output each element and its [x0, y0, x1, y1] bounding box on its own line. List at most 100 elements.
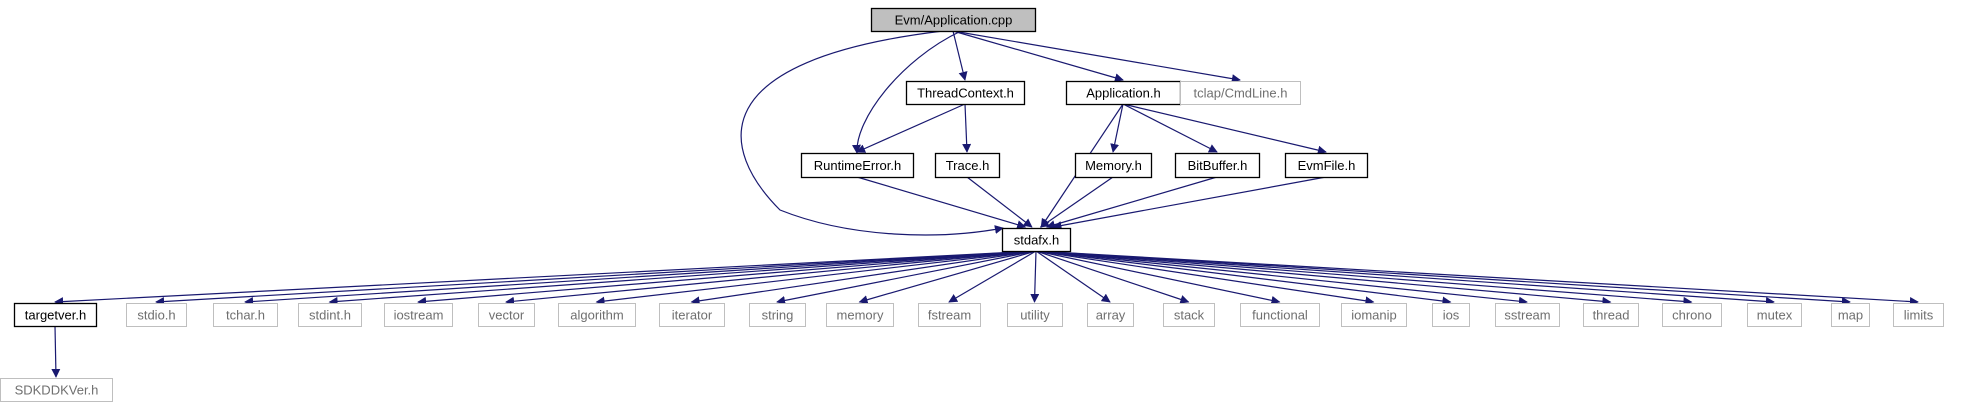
- node-label-sdkddkver: SDKDDKVer.h: [15, 383, 99, 398]
- node-mutex[interactable]: mutex: [1747, 303, 1802, 327]
- edge-stdafx-to-sstream: [1035, 250, 1528, 306]
- edge-bitbuffer-to-stdafx: [1045, 176, 1218, 230]
- edge-stdafx-to-chrono: [1035, 250, 1693, 306]
- node-bitbuffer[interactable]: BitBuffer.h: [1174, 152, 1261, 179]
- node-box-utility[interactable]: [1007, 303, 1063, 327]
- node-label-targetver: targetver.h: [25, 308, 86, 323]
- node-label-iterator: iterator: [672, 308, 713, 323]
- node-array[interactable]: array: [1087, 303, 1134, 327]
- node-box-stdio[interactable]: [126, 303, 187, 327]
- edge-stdafx-to-string: [776, 250, 1037, 305]
- node-box-stdafx[interactable]: [1001, 227, 1072, 253]
- node-box-sstream[interactable]: [1495, 303, 1560, 327]
- node-application_h[interactable]: Application.h: [1065, 80, 1182, 106]
- node-box-stack[interactable]: [1163, 303, 1215, 327]
- node-label-thread: thread: [1593, 308, 1630, 323]
- node-chrono[interactable]: chrono: [1662, 303, 1722, 327]
- node-box-evmfile[interactable]: [1284, 152, 1369, 179]
- node-sstream[interactable]: sstream: [1495, 303, 1560, 327]
- node-box-mutex[interactable]: [1747, 303, 1802, 327]
- node-label-algorithm: algorithm: [570, 308, 623, 323]
- node-label-stdint: stdint.h: [309, 308, 351, 323]
- node-box-trace[interactable]: [934, 152, 1001, 179]
- node-utility[interactable]: utility: [1007, 303, 1063, 327]
- node-label-array: array: [1096, 308, 1126, 323]
- node-fstream[interactable]: fstream: [918, 303, 981, 327]
- node-box-string[interactable]: [749, 303, 806, 327]
- node-functional[interactable]: functional: [1240, 303, 1320, 327]
- node-algorithm[interactable]: algorithm: [558, 303, 636, 327]
- node-label-bitbuffer: BitBuffer.h: [1188, 158, 1248, 173]
- edge-threadctx-to-trace: [962, 103, 972, 153]
- node-map[interactable]: map: [1831, 303, 1870, 327]
- node-box-limits[interactable]: [1893, 303, 1944, 327]
- node-label-iostream: iostream: [394, 308, 444, 323]
- node-targetver[interactable]: targetver.h: [13, 302, 98, 328]
- edge-stdafx-to-iostream: [417, 250, 1037, 306]
- node-memory[interactable]: memory: [826, 303, 894, 327]
- node-box-fstream[interactable]: [918, 303, 981, 327]
- node-thread[interactable]: thread: [1583, 303, 1639, 327]
- node-box-app_cpp[interactable]: [870, 7, 1037, 33]
- node-tclap[interactable]: tclap/CmdLine.h: [1180, 81, 1301, 105]
- node-box-iterator[interactable]: [659, 303, 725, 327]
- node-box-bitbuffer[interactable]: [1174, 152, 1261, 179]
- node-box-memory_h[interactable]: [1074, 152, 1153, 179]
- node-box-targetver[interactable]: [13, 302, 98, 328]
- node-stack[interactable]: stack: [1163, 303, 1215, 327]
- node-box-algorithm[interactable]: [558, 303, 636, 327]
- node-box-array[interactable]: [1087, 303, 1134, 327]
- node-box-stdint[interactable]: [298, 303, 362, 327]
- edge-stdafx-to-utility: [1030, 250, 1040, 303]
- node-label-memory_h: Memory.h: [1085, 158, 1142, 173]
- node-app_cpp[interactable]: Evm/Application.cpp: [870, 7, 1037, 33]
- node-runtimeerror[interactable]: RuntimeError.h: [800, 152, 915, 179]
- edge-app_cpp-to-threadctx: [952, 30, 968, 81]
- node-sdkddkver[interactable]: SDKDDKVer.h: [0, 378, 113, 402]
- node-label-threadctx: ThreadContext.h: [917, 86, 1014, 101]
- node-label-chrono: chrono: [1672, 308, 1712, 323]
- node-ios[interactable]: ios: [1432, 303, 1470, 327]
- node-stdafx[interactable]: stdafx.h: [1001, 227, 1072, 253]
- node-box-functional[interactable]: [1240, 303, 1320, 327]
- node-box-chrono[interactable]: [1662, 303, 1722, 327]
- node-box-iostream[interactable]: [384, 303, 453, 327]
- node-box-runtimeerror[interactable]: [800, 152, 915, 179]
- node-box-memory[interactable]: [826, 303, 894, 327]
- node-string[interactable]: string: [749, 303, 806, 327]
- node-evmfile[interactable]: EvmFile.h: [1284, 152, 1369, 179]
- node-box-threadctx[interactable]: [905, 80, 1026, 106]
- node-label-stdafx: stdafx.h: [1014, 233, 1060, 248]
- node-box-map[interactable]: [1831, 303, 1870, 327]
- node-threadctx[interactable]: ThreadContext.h: [905, 80, 1026, 106]
- node-box-tclap[interactable]: [1180, 81, 1301, 105]
- node-iterator[interactable]: iterator: [659, 303, 725, 327]
- node-stdint[interactable]: stdint.h: [298, 303, 362, 327]
- edge-application_h-to-memory_h: [1110, 103, 1124, 153]
- node-memory_h[interactable]: Memory.h: [1074, 152, 1153, 179]
- node-label-iomanip: iomanip: [1351, 308, 1397, 323]
- node-label-functional: functional: [1252, 308, 1308, 323]
- node-tchar[interactable]: tchar.h: [213, 303, 278, 327]
- edge-stdafx-to-thread: [1035, 250, 1612, 306]
- node-trace[interactable]: Trace.h: [934, 152, 1001, 179]
- node-box-tchar[interactable]: [213, 303, 278, 327]
- node-box-iomanip[interactable]: [1341, 303, 1407, 327]
- node-iostream[interactable]: iostream: [384, 303, 453, 327]
- edge-targetver-to-sdkddkver: [51, 325, 61, 378]
- edge-stdafx-to-tchar: [244, 250, 1037, 306]
- node-vector[interactable]: vector: [478, 303, 535, 327]
- node-box-ios[interactable]: [1432, 303, 1470, 327]
- node-label-evmfile: EvmFile.h: [1298, 158, 1356, 173]
- node-stdio[interactable]: stdio.h: [126, 303, 187, 327]
- node-iomanip[interactable]: iomanip: [1341, 303, 1407, 327]
- node-limits[interactable]: limits: [1893, 303, 1944, 327]
- node-box-sdkddkver[interactable]: [0, 378, 113, 402]
- node-box-vector[interactable]: [478, 303, 535, 327]
- edge-stdafx-to-vector: [505, 250, 1037, 306]
- node-box-thread[interactable]: [1583, 303, 1639, 327]
- edge-stdafx-to-stdio: [155, 250, 1037, 307]
- edge-application_h-to-evmfile: [1122, 103, 1327, 155]
- node-label-limits: limits: [1904, 308, 1934, 323]
